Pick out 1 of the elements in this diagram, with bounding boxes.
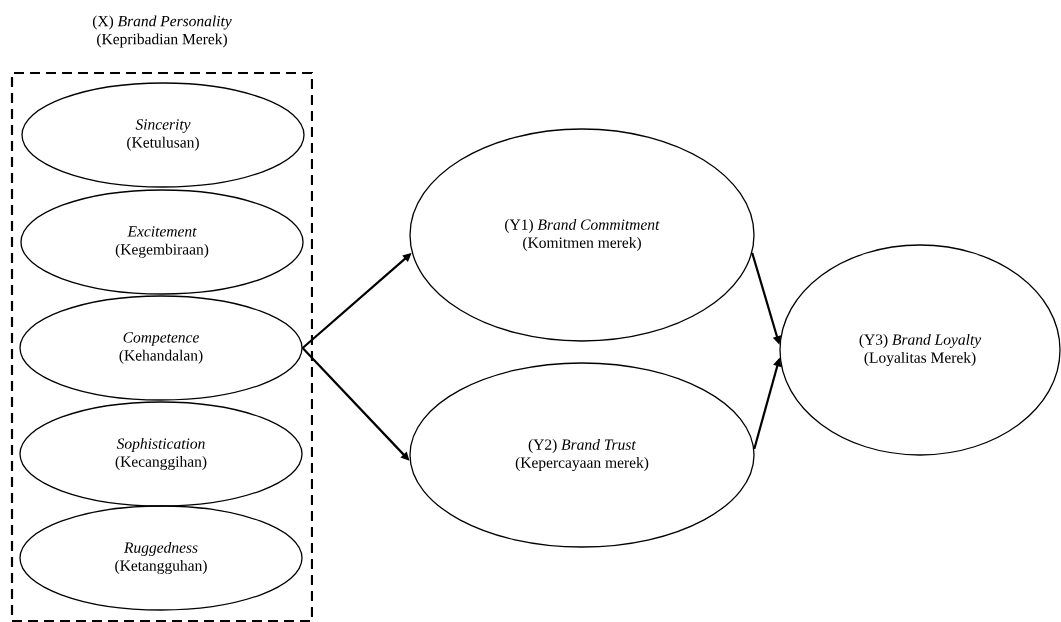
group-heading: (X) Brand Personality (Kepribadian Merek) [92,15,232,48]
